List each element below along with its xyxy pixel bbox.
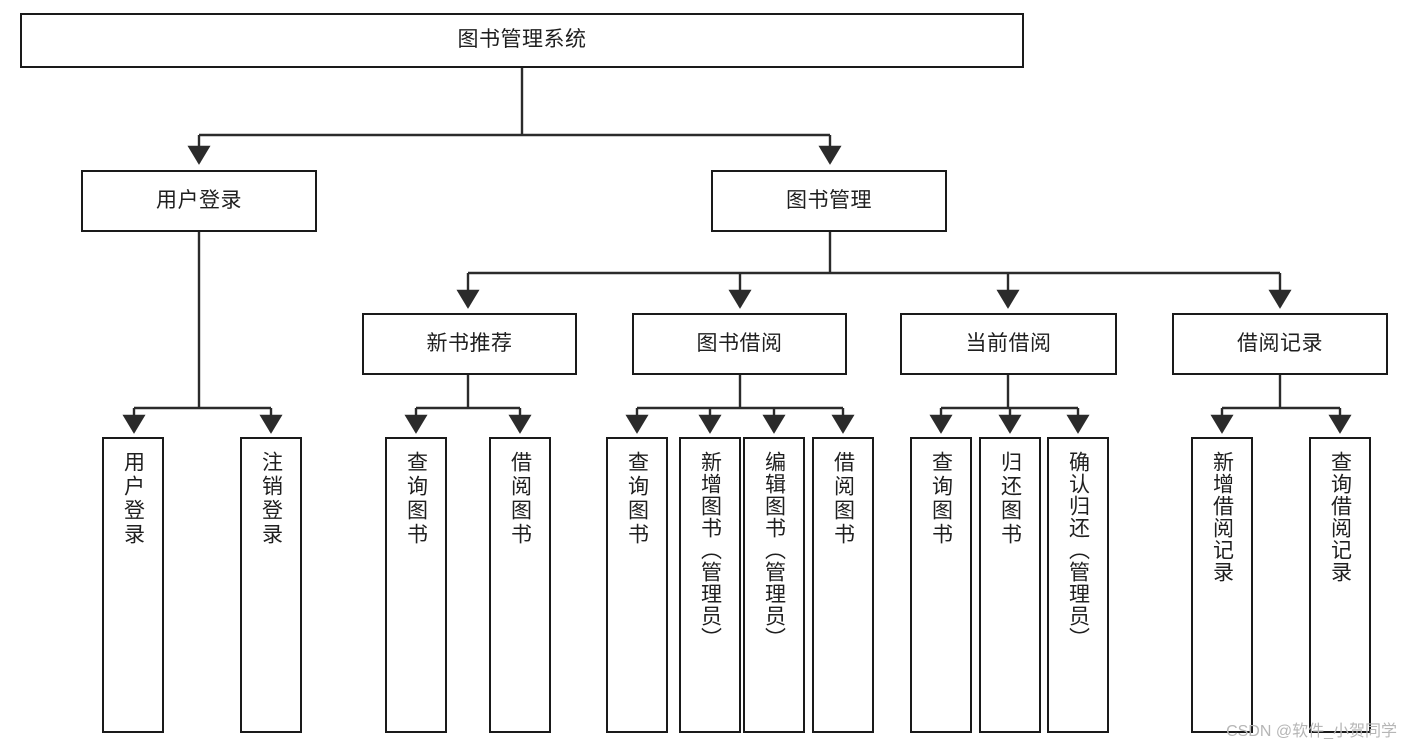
node-label: 借阅图书	[831, 451, 855, 547]
node-label: 新书推荐	[426, 331, 513, 355]
node-book-manage[interactable]: 图书管理	[711, 170, 947, 232]
node-label: 归还图书	[998, 451, 1022, 547]
node-label: 编辑图书（管理员）	[762, 451, 786, 649]
node-label: 新增图书（管理员）	[698, 451, 722, 649]
leaf-add-borrow-record[interactable]: 新增借阅记录	[1191, 437, 1253, 733]
leaf-user-login[interactable]: 用户登录	[102, 437, 164, 733]
node-new-book-recommend[interactable]: 新书推荐	[362, 313, 577, 375]
node-label: 注销登录	[259, 451, 283, 547]
node-label: 图书借阅	[696, 331, 783, 355]
leaf-return-book[interactable]: 归还图书	[979, 437, 1041, 733]
node-current-borrow[interactable]: 当前借阅	[900, 313, 1117, 375]
leaf-logout-login[interactable]: 注销登录	[240, 437, 302, 733]
leaf-edit-book-admin[interactable]: 编辑图书（管理员）	[743, 437, 805, 733]
node-label: 当前借阅	[965, 331, 1052, 355]
csdn-watermark: CSDN @软件_小贺同学	[1226, 723, 1397, 740]
leaf-add-book-admin[interactable]: 新增图书（管理员）	[679, 437, 741, 733]
node-label: 确认归还（管理员）	[1066, 451, 1090, 649]
node-label: 借阅图书	[508, 451, 532, 547]
node-label: 查询图书	[404, 451, 428, 547]
node-label: 借阅记录	[1237, 331, 1323, 355]
leaf-query-book-current[interactable]: 查询图书	[910, 437, 972, 733]
leaf-borrow-book-new-recommend[interactable]: 借阅图书	[489, 437, 551, 733]
node-label: 查询图书	[929, 451, 953, 547]
leaf-confirm-return-admin[interactable]: 确认归还（管理员）	[1047, 437, 1109, 733]
node-label: 用户登录	[156, 188, 242, 212]
node-user-login[interactable]: 用户登录	[81, 170, 317, 232]
node-label: 新增借阅记录	[1210, 451, 1234, 583]
node-book-borrow[interactable]: 图书借阅	[632, 313, 847, 375]
node-root-system[interactable]: 图书管理系统	[20, 13, 1024, 68]
node-label: 查询借阅记录	[1328, 451, 1352, 583]
leaf-borrow-book-borrow[interactable]: 借阅图书	[812, 437, 874, 733]
node-label: 图书管理	[786, 188, 872, 212]
node-label: 用户登录	[121, 451, 145, 547]
node-label: 图书管理系统	[457, 28, 587, 52]
node-borrow-record[interactable]: 借阅记录	[1172, 313, 1388, 375]
leaf-query-book-new-recommend[interactable]: 查询图书	[385, 437, 447, 733]
leaf-query-borrow-record[interactable]: 查询借阅记录	[1309, 437, 1371, 733]
node-label: 查询图书	[625, 451, 649, 547]
leaf-query-book-borrow[interactable]: 查询图书	[606, 437, 668, 733]
